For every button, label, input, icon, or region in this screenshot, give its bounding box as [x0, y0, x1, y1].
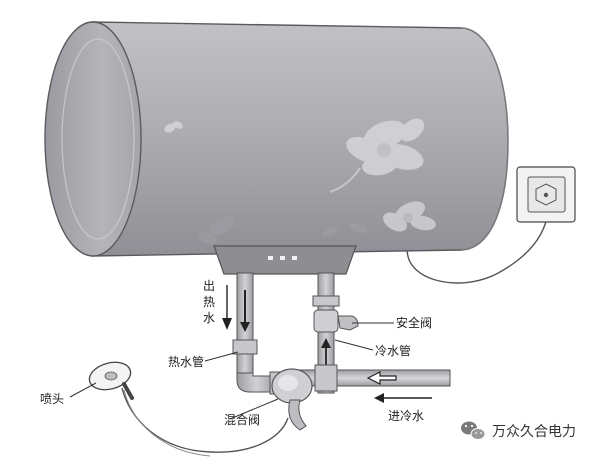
- label-hot-water-out-3: 水: [203, 311, 215, 325]
- water-heater-tank: [44, 21, 509, 257]
- leader-cold-water-pipe: [334, 339, 374, 351]
- wechat-icon: [461, 421, 486, 440]
- label-hot-water-pipe: 热水管: [168, 354, 204, 369]
- flower-decoration-small: [383, 201, 436, 232]
- label-hot-water-out-1: 出: [203, 279, 215, 293]
- hot-water-out-arrow: [222, 285, 232, 330]
- power-cable: [406, 211, 549, 284]
- label-hot-water-out-2: 热: [203, 295, 215, 309]
- label-cold-water-pipe: 冷水管: [375, 343, 411, 358]
- label-cold-water-in: 进冷水: [388, 409, 424, 423]
- wall-socket: [516, 166, 576, 223]
- mixing-valve: [269, 368, 313, 431]
- butterfly-decoration: [164, 121, 183, 133]
- shower-head: [88, 361, 134, 400]
- control-box: [213, 245, 357, 275]
- socket-hole-icon: [535, 183, 557, 206]
- cold-water-pipe: [312, 272, 359, 394]
- hot-water-pipe: [232, 272, 277, 393]
- shower-hose: [121, 387, 289, 453]
- tank-left-cap: [44, 21, 142, 257]
- label-mixing-valve: 混合阀: [224, 412, 260, 427]
- label-shower-head: 喷头: [40, 392, 64, 406]
- leader-mixing-valve: [229, 398, 279, 420]
- label-safety-valve: 安全阀: [396, 315, 432, 330]
- cold-inlet-pipe: [289, 364, 451, 392]
- flower-decoration-large: [329, 118, 425, 193]
- cold-water-in-arrow: [374, 393, 432, 403]
- leader-shower-head: [69, 382, 97, 398]
- hot-flow-arrow-icon: [240, 322, 250, 332]
- leaf-decoration: [198, 216, 367, 244]
- watermark-text: 万众久合电力: [492, 424, 576, 440]
- watermark: 万众久合电力: [461, 421, 576, 440]
- leader-hot-water-pipe: [204, 351, 239, 362]
- cold-flow-up-arrow-icon: [321, 338, 331, 348]
- safety-valve: [313, 309, 359, 333]
- cold-inlet-arrow-icon: [366, 371, 397, 385]
